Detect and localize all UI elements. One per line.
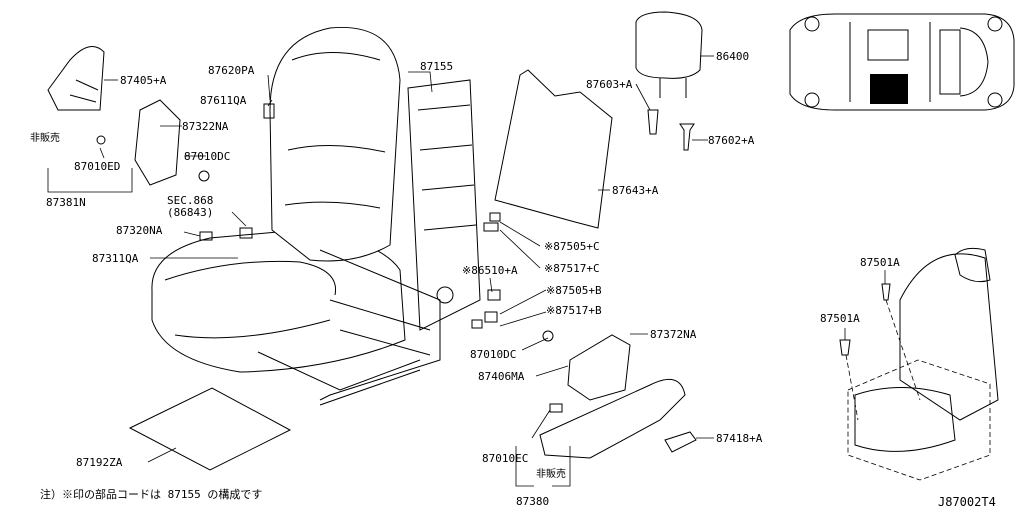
callout-87603a: 87603+A [586, 78, 633, 91]
headrest [635, 11, 703, 98]
callout-87501a-upper: 87501A [860, 256, 900, 269]
callout-87010dc-lower: 87010DC [470, 348, 516, 361]
callout-87505c: ※87505+C [544, 240, 600, 253]
callout-87517b: ※87517+B [546, 304, 602, 317]
seat-outline-view [839, 247, 999, 481]
side-finisher [47, 46, 105, 111]
footnote: 注）※印の部品コードは 87155 の構成です [40, 487, 262, 501]
callout-87620pa: 87620PA [208, 64, 255, 77]
seat-location-marker [870, 74, 908, 104]
seat-rails [257, 351, 421, 406]
lever-knob [664, 431, 697, 453]
clip [96, 103, 563, 413]
callout-86400: 86400 [716, 50, 749, 63]
callout-87381n: 87381N [46, 196, 86, 209]
seat-cushion [151, 229, 406, 373]
not-sold-label-left: 非販売 [30, 131, 60, 144]
callout-87010ed: 87010ED [74, 160, 120, 173]
callout-87517c: ※87517+C [544, 262, 600, 275]
side-cover [134, 99, 181, 186]
callout-87643a: 87643+A [612, 184, 659, 197]
leader-lines [47, 55, 886, 487]
callout-87010ec: 87010EC [482, 452, 528, 465]
side-cover-lower [567, 334, 631, 401]
callout-87320na: 87320NA [116, 224, 163, 237]
seat-frame [319, 79, 481, 401]
callout-87010dc-upper: 87010DC [184, 150, 230, 163]
back-board [494, 69, 613, 229]
callout-86510a: ※86510+A [462, 264, 518, 277]
headrest-guide [647, 109, 695, 151]
vehicle-locator [789, 13, 1015, 111]
slide-cover [539, 378, 686, 459]
callout-sec868: SEC.868 [167, 194, 213, 207]
callout-87311qa: 87311QA [92, 252, 139, 265]
callout-87405a: 87405+A [120, 74, 167, 87]
not-sold-label-bottom: 非販売 [536, 467, 566, 480]
callout-87192za: 87192ZA [76, 456, 123, 469]
callout-87505b: ※87505+B [546, 284, 602, 297]
callout-87380: 87380 [516, 495, 549, 508]
callout-87418a: 87418+A [716, 432, 763, 445]
callout-87322na: 87322NA [182, 120, 229, 133]
callout-87406ma: 87406MA [478, 370, 525, 383]
callout-87602a: 87602+A [708, 134, 755, 147]
floor-mat [128, 387, 292, 471]
seatback-cover [269, 26, 401, 262]
callout-87155: 87155 [420, 60, 453, 73]
callout-labels: 87405+A 87620PA 87155 86400 87611QA 8732… [30, 50, 900, 508]
callout-87501a-lower: 87501A [820, 312, 860, 325]
callout-87372na: 87372NA [650, 328, 697, 341]
callout-sec868-sub: (86843) [167, 206, 213, 219]
diagram-id: J87002T4 [938, 495, 996, 509]
callout-87611qa: 87611QA [200, 94, 247, 107]
